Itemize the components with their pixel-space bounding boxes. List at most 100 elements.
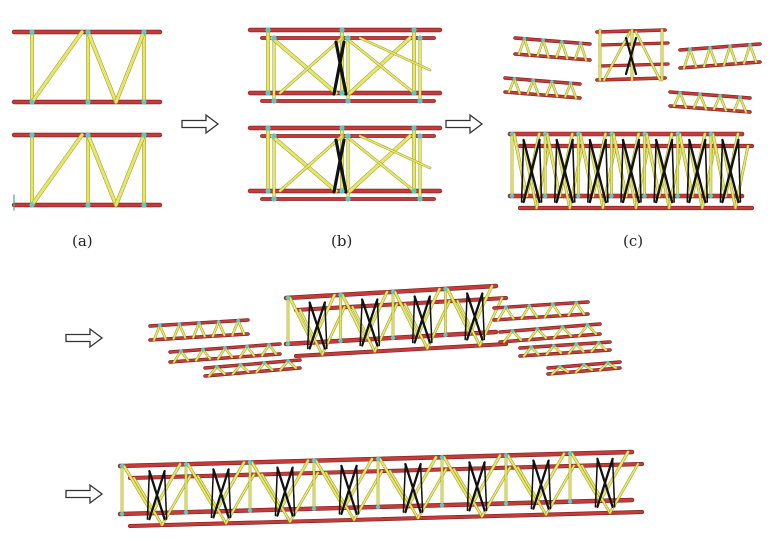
joint-node <box>596 340 601 345</box>
joint-node <box>529 345 534 350</box>
web-member <box>504 306 515 320</box>
joint-node <box>678 90 682 95</box>
web-member <box>586 324 597 335</box>
bracing-member <box>520 139 525 203</box>
web-member <box>590 341 600 353</box>
chord-member <box>678 42 762 52</box>
joint-node <box>339 90 345 96</box>
joint-node <box>215 365 219 369</box>
web-member <box>279 360 289 371</box>
bracing-member <box>413 295 431 344</box>
joint-node <box>576 193 581 199</box>
joint-node <box>576 131 581 137</box>
web-member <box>635 31 661 81</box>
web-member <box>86 133 118 207</box>
web-member <box>553 326 564 339</box>
arrow-3 <box>65 327 104 349</box>
chord-member <box>492 312 590 322</box>
joint-node <box>443 332 448 338</box>
bracing-member <box>355 465 360 515</box>
web-member <box>246 345 255 357</box>
joint-node <box>542 131 548 137</box>
web-member <box>645 132 661 198</box>
web-member <box>546 132 561 198</box>
bracing-member <box>547 459 552 510</box>
bracing-member <box>210 468 215 519</box>
web-member <box>217 320 226 337</box>
bracing-member <box>334 40 348 96</box>
bracing-member <box>605 139 609 203</box>
joint-node <box>286 359 290 363</box>
joint-node <box>119 511 125 517</box>
web-member <box>208 366 218 377</box>
chord-member <box>518 348 612 358</box>
bracing-member <box>332 40 346 96</box>
label-a: (a) <box>72 232 93 250</box>
web-member <box>579 132 594 198</box>
row3-full-box-truss <box>117 449 645 529</box>
bracing-member <box>553 139 558 203</box>
joint-node <box>238 363 243 367</box>
web-member <box>709 46 717 66</box>
web-member <box>86 30 118 104</box>
bracing-member <box>653 139 657 203</box>
joint-node <box>245 344 249 349</box>
web-member <box>532 79 540 96</box>
joint-node <box>411 90 417 96</box>
joint-node <box>265 90 271 96</box>
joint-node <box>271 196 277 202</box>
bracing-member <box>704 139 709 203</box>
joint-node <box>443 286 448 292</box>
web-member <box>723 45 731 66</box>
web-member <box>523 37 531 57</box>
web-member <box>512 132 528 198</box>
bracing-member <box>359 298 363 347</box>
joint-node <box>411 188 417 194</box>
joint-node <box>542 193 548 199</box>
chord-member <box>678 60 762 70</box>
joint-node <box>567 451 573 456</box>
web-member <box>237 319 245 335</box>
joint-node <box>236 318 240 323</box>
web-member <box>523 346 533 357</box>
joint-node <box>311 506 317 511</box>
web-member <box>544 303 554 318</box>
joint-node <box>119 463 125 469</box>
web-member <box>231 364 242 375</box>
web-member <box>279 37 343 94</box>
joint-node <box>85 132 91 138</box>
joint-node <box>158 323 162 328</box>
web-member <box>511 330 522 341</box>
web-member <box>739 96 747 113</box>
chord-member <box>203 366 302 378</box>
web-member <box>202 348 211 360</box>
chord-member <box>503 90 582 100</box>
bracing-member <box>464 292 468 341</box>
bracing-member <box>530 459 535 510</box>
bracing-member <box>306 301 311 350</box>
web-member <box>749 43 757 63</box>
bracing-member <box>532 459 550 510</box>
web-member <box>612 132 628 198</box>
web-member <box>508 77 516 93</box>
web-member <box>561 326 572 337</box>
web-member <box>729 45 737 65</box>
bracing-member <box>148 469 166 521</box>
bracing-member <box>163 470 168 520</box>
joint-node <box>578 41 583 46</box>
joint-node <box>439 455 445 460</box>
joint-node <box>29 202 35 208</box>
joint-node <box>223 346 227 350</box>
chord-member <box>513 36 592 46</box>
web-member <box>733 96 741 112</box>
joint-node <box>509 131 515 137</box>
panel-c-box-truss <box>507 131 755 211</box>
joint-node <box>541 38 545 43</box>
joint-node <box>417 196 423 202</box>
web-member <box>345 135 415 192</box>
web-member <box>270 36 338 95</box>
joint-node <box>522 36 527 41</box>
bracing-member <box>596 457 614 509</box>
bracing-member <box>587 139 591 203</box>
